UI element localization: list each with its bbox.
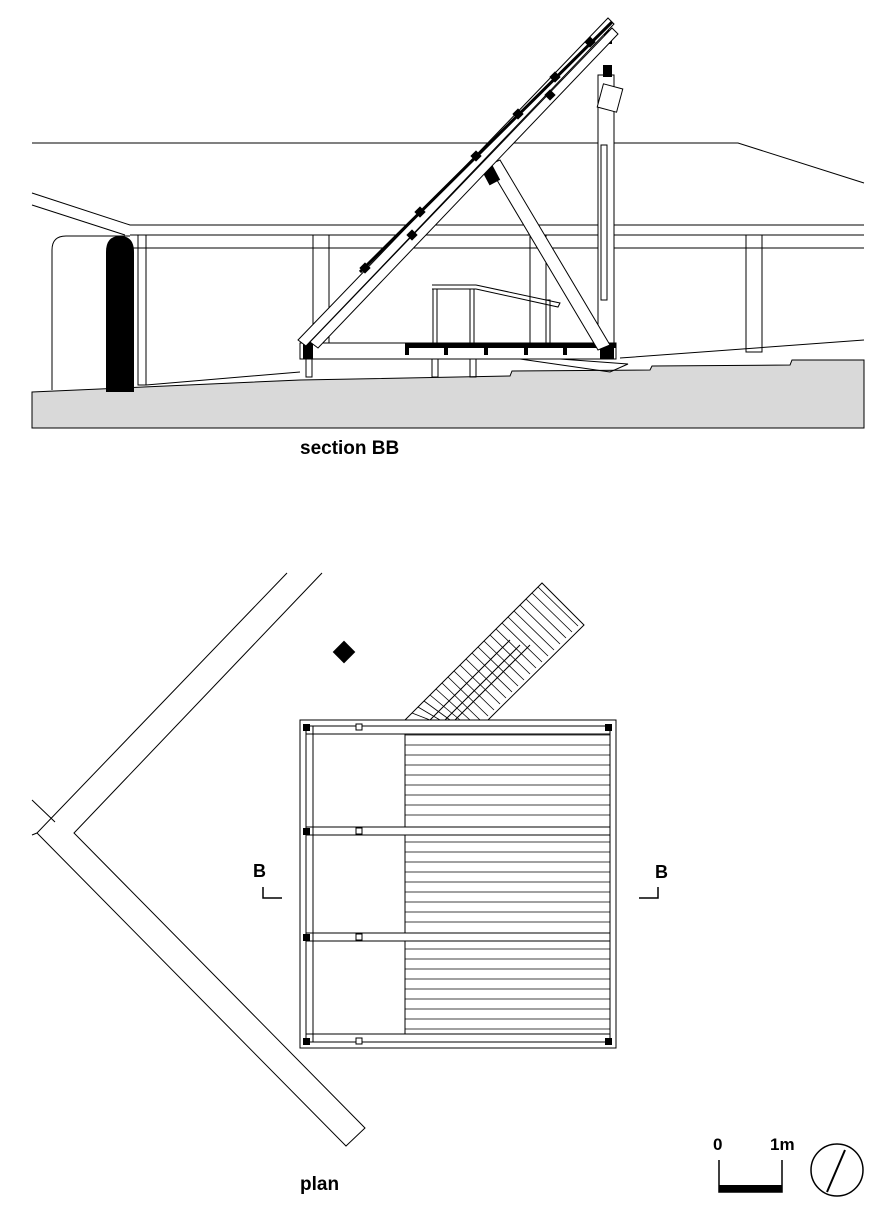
ground-fill xyxy=(31,359,865,429)
strut xyxy=(487,159,611,351)
leg xyxy=(305,358,313,378)
scale-zero: 0 xyxy=(713,1135,722,1154)
scale-bar xyxy=(718,1160,783,1193)
section-bb-drawing xyxy=(31,17,865,429)
canopy-slope xyxy=(31,192,864,226)
decking xyxy=(405,734,610,1030)
leg xyxy=(431,358,439,378)
section-title: section BB xyxy=(300,438,399,459)
roof-line xyxy=(32,142,865,184)
plan-title: plan xyxy=(300,1174,339,1195)
solar-panel-edge xyxy=(358,20,614,274)
end-wall xyxy=(51,235,130,390)
canopy-slope-lower xyxy=(31,204,126,236)
mast-block xyxy=(603,65,612,77)
solar-frame-inner xyxy=(309,27,619,349)
leg xyxy=(469,358,477,378)
canopy-stub xyxy=(31,799,56,836)
railing xyxy=(432,284,561,344)
lamp-housing xyxy=(596,83,624,113)
solar-brackets xyxy=(359,36,596,274)
column xyxy=(745,234,763,353)
diamond-column xyxy=(332,640,356,664)
column xyxy=(137,234,147,386)
black-column xyxy=(106,236,134,392)
cut-label-right: B xyxy=(655,862,668,882)
ramp xyxy=(519,358,629,373)
north-arrow-icon xyxy=(810,1143,864,1197)
plan-drawing xyxy=(31,572,659,1147)
cross-beam xyxy=(305,932,611,942)
cross-beam xyxy=(305,826,611,836)
posts xyxy=(303,723,612,1045)
cut-marker-left xyxy=(262,887,282,899)
cut-label-left: B xyxy=(253,861,266,881)
platform-deck xyxy=(405,343,616,348)
cross-beam xyxy=(305,725,611,735)
cut-marker-right xyxy=(639,887,659,899)
canopy-outline xyxy=(36,572,366,1147)
mast xyxy=(597,74,615,344)
mast-inner xyxy=(600,144,608,301)
scale-one: 1m xyxy=(770,1135,795,1154)
floor-line xyxy=(145,339,865,386)
cross-beam xyxy=(305,1033,611,1043)
solar-array-plan xyxy=(403,582,585,721)
